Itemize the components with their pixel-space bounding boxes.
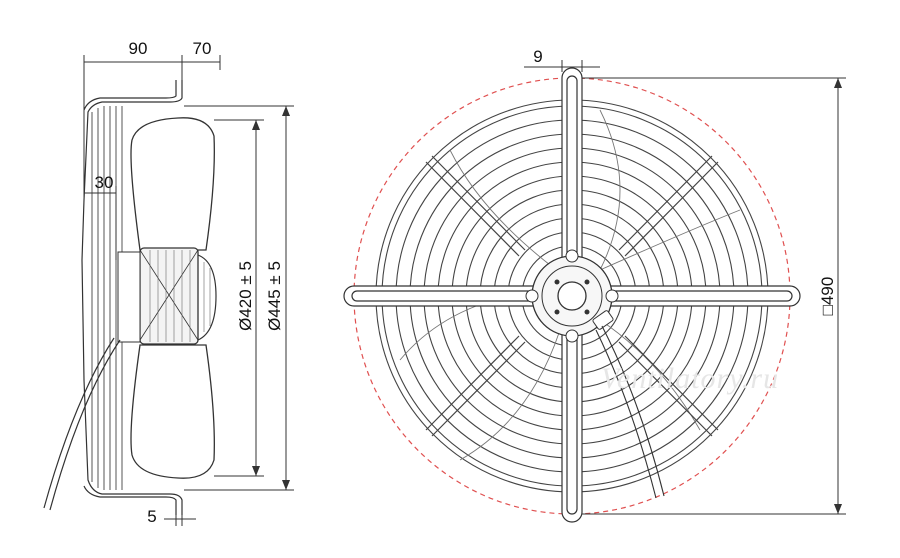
front-view: 9 □490 bbox=[343, 47, 846, 523]
guard-diameter-label: Ø445 ± 5 bbox=[265, 261, 284, 331]
side-motor bbox=[139, 247, 199, 345]
side-view: 90 70 bbox=[43, 39, 294, 526]
hub-offset-label: 30 bbox=[95, 173, 114, 192]
side-guard-outline bbox=[81, 80, 183, 515]
side-blade bbox=[130, 117, 215, 251]
front-hub bbox=[525, 249, 619, 343]
depth-front-label: 90 bbox=[129, 39, 148, 58]
watermark-text: Ventilatory.ru bbox=[601, 362, 779, 395]
depth-rear-label: 70 bbox=[193, 39, 212, 58]
mounting-square-label: □490 bbox=[818, 277, 837, 316]
blade-diameter-label: Ø420 ± 5 bbox=[236, 261, 255, 331]
slot-width-label: 9 bbox=[533, 47, 542, 66]
side-guard-rings bbox=[91, 106, 123, 490]
flange-offset-label: 5 bbox=[147, 507, 156, 526]
front-struts bbox=[425, 155, 719, 437]
side-cable bbox=[43, 337, 121, 511]
